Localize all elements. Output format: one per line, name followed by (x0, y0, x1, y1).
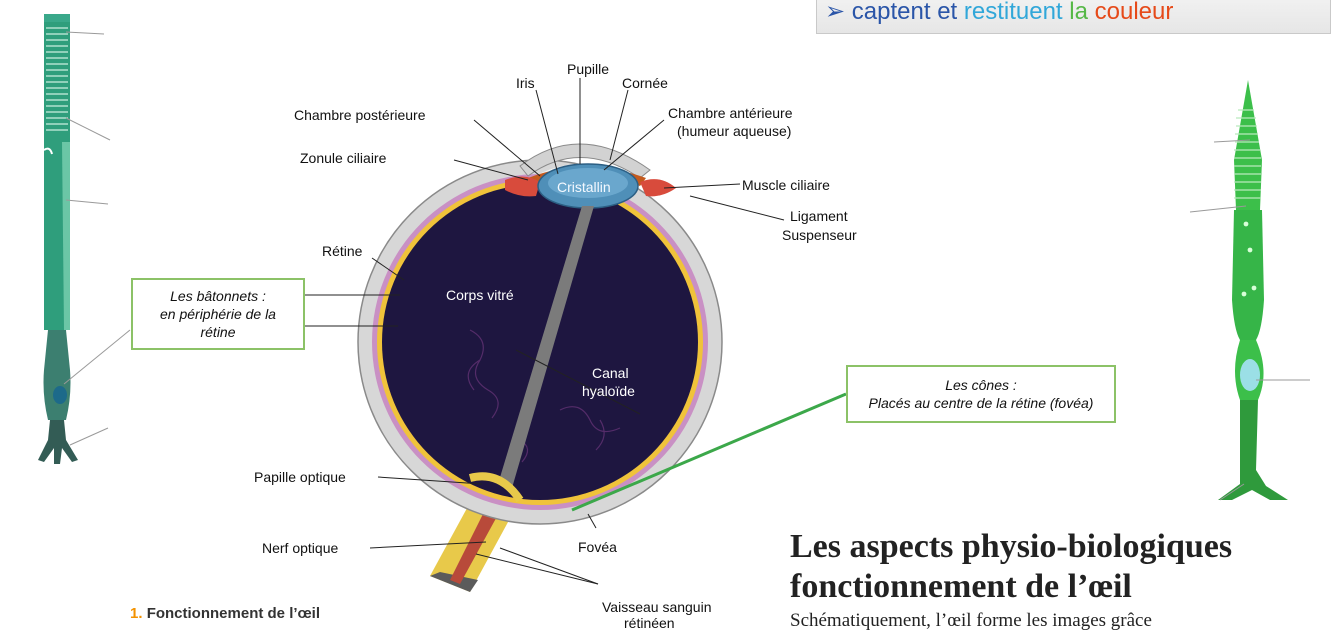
caption-number: 1. (130, 605, 143, 622)
heading-line1: Les aspects physio-biologiques (790, 527, 1331, 567)
cone-cell (1190, 80, 1310, 500)
label-zonule: Zonule ciliaire (300, 150, 387, 166)
eye (358, 144, 722, 592)
label-pupille: Pupille (567, 61, 609, 77)
label-hyaloide: hyaloïde (582, 383, 635, 399)
label-fovea: Fovéa (578, 539, 617, 555)
body-paragraph: Schématiquement, l’œil forme les images … (790, 610, 1331, 632)
label-suspenseur: Suspenseur (782, 227, 857, 243)
rods-line3: rétine (133, 323, 303, 341)
label-ligament: Ligament (790, 208, 848, 224)
label-cristallin: Cristallin (557, 179, 611, 195)
label-retineen: rétinéen (624, 615, 675, 631)
rods-line1: Les bâtonnets : (133, 287, 303, 305)
label-muscle-ciliaire: Muscle ciliaire (742, 177, 830, 193)
label-cornee: Cornée (622, 75, 668, 91)
label-chambre-anterieure: Chambre antérieure (668, 105, 793, 121)
label-corps-vitre: Corps vitré (446, 287, 514, 303)
label-iris: Iris (516, 75, 535, 91)
rod-cell (38, 14, 130, 464)
label-papille-optique: Papille optique (254, 469, 346, 485)
label-nerf-optique: Nerf optique (262, 540, 338, 556)
label-humeur-aqueuse: (humeur aqueuse) (677, 123, 791, 139)
rods-callout: Les bâtonnets : en périphérie de la réti… (131, 278, 305, 350)
label-canal: Canal (592, 365, 629, 381)
caption-text: Fonctionnement de l’œil (147, 605, 320, 622)
rods-line2: en périphérie de la (133, 305, 303, 323)
label-vaisseau: Vaisseau sanguin (602, 599, 711, 615)
figure-caption: 1. Fonctionnement de l’œil (130, 605, 320, 622)
heading-line2: fonctionnement de l’œil (790, 567, 1331, 607)
section-heading: Les aspects physio-biologiques fonctionn… (790, 527, 1331, 607)
cones-line1: Les cônes : (848, 376, 1114, 394)
label-chambre-posterieure: Chambre postérieure (294, 107, 426, 123)
label-retine: Rétine (322, 243, 363, 259)
cones-line2: Placés au centre de la rétine (fovéa) (848, 394, 1114, 412)
cones-callout: Les cônes : Placés au centre de la rétin… (846, 365, 1116, 423)
